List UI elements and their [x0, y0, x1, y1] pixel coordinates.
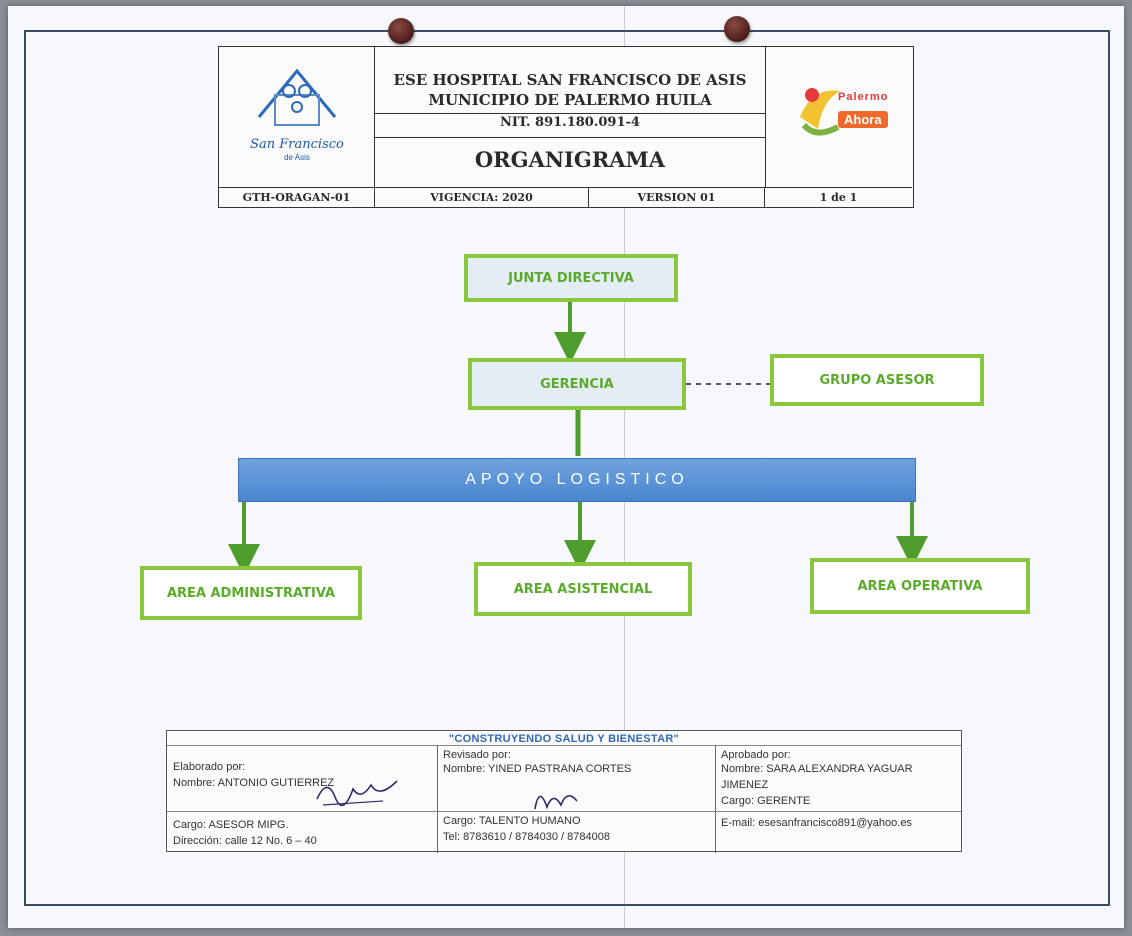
- elaborado-cargo: Cargo: ASESOR MIPG.: [173, 819, 289, 831]
- aprobado-nombre: Nombre: SARA ALEXANDRA YAGUAR: [721, 763, 913, 775]
- validity-year: VIGENCIA: 2020: [375, 188, 589, 208]
- box-grupo-asesor: GRUPO ASESOR: [770, 354, 984, 406]
- box-junta-directiva: JUNTA DIRECTIVA: [464, 254, 678, 302]
- header-meta-row: GTH-ORAGAN-01 VIGENCIA: 2020 VERSION 01 …: [219, 187, 912, 208]
- box-gerencia: GERENCIA: [468, 358, 686, 410]
- municipality-logo: Palermo Ahora: [765, 47, 913, 187]
- document-header: San Francisco de Asis ESE HOSPITAL SAN F…: [218, 46, 914, 208]
- family-house-logo-icon: [257, 68, 337, 126]
- signature-elaborado-icon: [316, 780, 398, 807]
- signature-revisado-icon: [534, 795, 578, 810]
- elaborado-label: Elaborado por:: [173, 761, 246, 773]
- aprobado-label: Aprobado por:: [721, 749, 791, 761]
- box-area-administrativa: AREA ADMINISTRATIVA: [140, 566, 362, 620]
- telefono: Tel: 8783610 / 8784030 / 8784008: [443, 831, 610, 843]
- nit-number: NIT. 891.180.091-4: [500, 115, 640, 130]
- logo-name: San Francisco: [250, 137, 344, 152]
- email: E-mail: esesanfrancisco891@yahoo.es: [721, 817, 912, 829]
- revisado-nombre: Nombre: YINED PASTRANA CORTES: [443, 763, 632, 775]
- page-count: 1 de 1: [819, 191, 858, 204]
- apoyo-logistico-bar: APOYO LOGISTICO: [238, 458, 916, 502]
- municipality: MUNICIPIO DE PALERMO HUILA: [428, 91, 712, 109]
- ahora-logo-text: Ahora: [838, 111, 888, 128]
- header-titles: ESE HOSPITAL SAN FRANCISCO DE ASIS MUNIC…: [375, 47, 765, 187]
- divider: [375, 137, 765, 138]
- aprobado-cargo: Cargo: GERENTE: [721, 795, 811, 807]
- document-frame: [24, 30, 1110, 906]
- hospital-logo: San Francisco de Asis: [219, 47, 375, 187]
- revisado-cargo: Cargo: TALENTO HUMANO: [443, 815, 581, 827]
- palermo-logo-text: Palermo: [838, 91, 889, 103]
- divider: [715, 745, 716, 853]
- hospital-name: ESE HOSPITAL SAN FRANCISCO DE ASIS: [393, 71, 747, 89]
- version: VERSION 01: [589, 188, 765, 208]
- aprobado-nombre-cont: JIMENEZ: [721, 779, 769, 791]
- logo-subtitle: de Asis: [284, 153, 310, 162]
- pushpin-left-icon: [388, 18, 414, 44]
- slogan: "CONSTRUYENDO SALUD Y BIENESTAR": [448, 733, 680, 745]
- box-area-operativa: AREA OPERATIVA: [810, 558, 1030, 614]
- document-code: GTH-ORAGAN-01: [219, 188, 375, 208]
- divider: [167, 745, 961, 746]
- elaborado-nombre: Nombre: ANTONIO GUTIERREZ: [173, 777, 335, 789]
- divider: [437, 745, 438, 853]
- divider: [375, 113, 765, 114]
- direccion: Dirección: calle 12 No. 6 – 40: [173, 835, 317, 847]
- approval-table: "CONSTRUYENDO SALUD Y BIENESTAR" Elabora…: [166, 730, 962, 853]
- palermo-logo-icon: [800, 88, 840, 136]
- revisado-label: Revisado por:: [443, 749, 511, 761]
- box-area-asistencial: AREA ASISTENCIAL: [474, 562, 692, 616]
- pushpin-right-icon: [724, 16, 750, 42]
- divider: [167, 811, 961, 812]
- document-title: ORGANIGRAMA: [474, 147, 666, 172]
